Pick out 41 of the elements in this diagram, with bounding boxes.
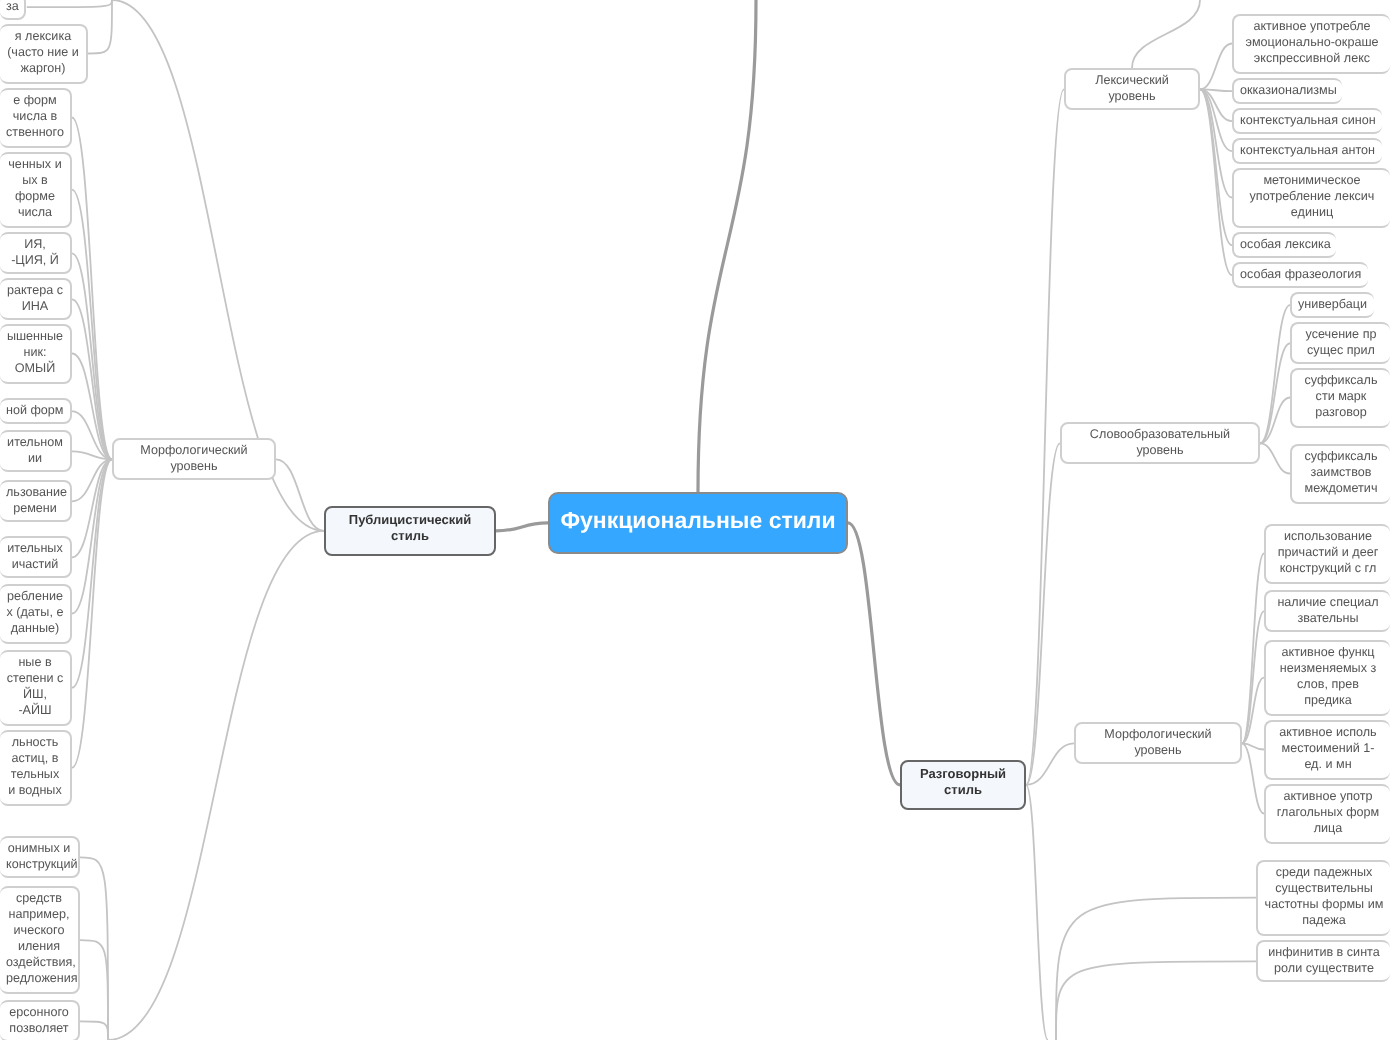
connector-line — [1199, 88, 1233, 153]
connector-line — [1199, 88, 1233, 277]
connector-line — [1199, 88, 1233, 123]
connector-line — [71, 188, 113, 461]
connector-line — [1025, 88, 1065, 786]
connector-line — [1131, 0, 1201, 69]
connector-line — [1199, 88, 1233, 199]
connector-line — [87, 0, 113, 55]
connector-line — [495, 521, 549, 533]
connector-line — [275, 458, 325, 532]
connector-line — [1241, 676, 1265, 745]
connector-line — [1259, 342, 1291, 445]
connector-line — [1199, 88, 1233, 93]
connector-line — [846, 521, 902, 787]
connector-line — [1259, 396, 1291, 445]
connector-line — [1241, 742, 1265, 751]
connector-line — [71, 352, 113, 461]
connector-line — [1025, 784, 1049, 1040]
central-topic-box: Функциональные стили — [548, 492, 848, 554]
connector-line — [1199, 88, 1233, 247]
connector-line — [79, 1020, 109, 1040]
connector-line — [71, 458, 113, 689]
connector-line — [1241, 552, 1265, 745]
connector-line — [107, 530, 325, 1040]
connector-line — [696, 0, 758, 493]
connector-line — [70, 410, 113, 461]
connector-line — [71, 458, 113, 615]
connector-line — [71, 450, 113, 461]
connector-line — [1199, 42, 1233, 91]
connector-line — [1025, 742, 1075, 786]
connector-line — [71, 458, 113, 503]
connector-line — [1241, 610, 1265, 745]
connector-line — [71, 458, 113, 769]
connector-line — [71, 458, 113, 559]
connector-line — [1025, 442, 1061, 786]
connector-line — [25, 0, 113, 9]
connector-line — [1241, 742, 1265, 815]
connector-line — [1055, 960, 1257, 1040]
connector-line — [71, 298, 113, 461]
connector-line — [1259, 442, 1291, 475]
connector-line — [1259, 304, 1291, 445]
